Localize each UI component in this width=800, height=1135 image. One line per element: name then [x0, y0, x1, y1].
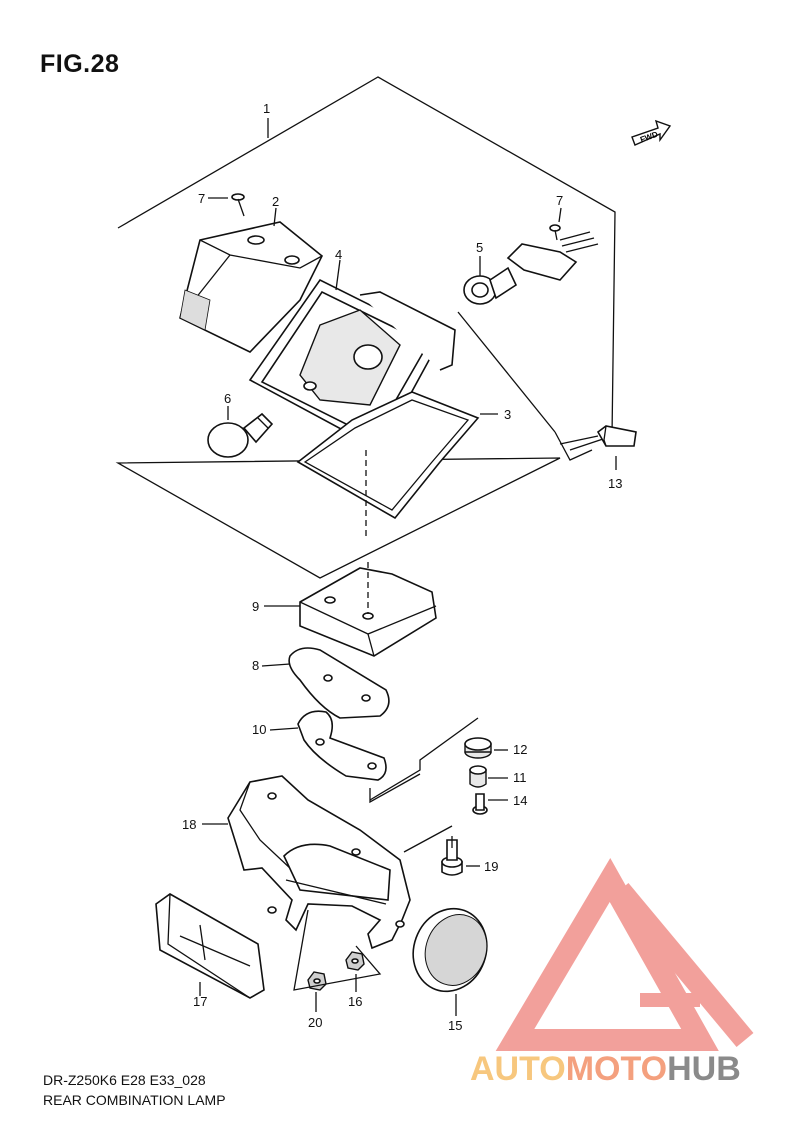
part-4-housing	[248, 278, 456, 452]
callout-15: 15	[448, 1018, 462, 1033]
figure-title: FIG.28	[40, 50, 120, 78]
callout-labels: 1 2 3 4 5 6 7 7 8 9 10 11 12 13 14 15 16…	[182, 101, 622, 1033]
part-10-plate	[297, 710, 387, 781]
callout-2: 2	[272, 194, 279, 209]
part-16-nut	[345, 951, 365, 971]
watermark-brand-moto: MOTO	[565, 1050, 668, 1088]
callout-7a: 7	[198, 191, 205, 206]
callout-13: 13	[608, 476, 622, 491]
callout-1: 1	[263, 101, 270, 116]
part-11-collar	[469, 765, 487, 788]
part-17-reflector-lens	[155, 893, 265, 999]
forward-arrow-icon: FWD	[631, 119, 672, 146]
watermark-brand-hub: HUB	[667, 1050, 741, 1088]
part-13-clip	[596, 425, 637, 447]
part-8-plate	[288, 647, 390, 719]
part-12-grommet	[464, 737, 492, 759]
footer-model-code: DR-Z250K6 E28 E33_028	[43, 1072, 206, 1088]
part-19-bolt	[441, 839, 463, 876]
callout-14: 14	[513, 793, 527, 808]
callout-3: 3	[504, 407, 511, 422]
watermark-logo-icon	[495, 858, 754, 1051]
callout-12: 12	[513, 742, 527, 757]
callout-20: 20	[308, 1015, 322, 1030]
callout-11: 11	[513, 770, 527, 785]
callout-10: 10	[252, 722, 266, 737]
part-6-bulb	[207, 412, 274, 458]
callout-8: 8	[252, 658, 259, 673]
part-7-screw-a	[231, 193, 245, 217]
wire-harness	[506, 231, 599, 281]
part-15-round-reflector	[412, 907, 488, 993]
part-5-socket	[463, 266, 518, 305]
callout-6: 6	[224, 391, 231, 406]
watermark-brand: AUTOMOTOHUB	[470, 1052, 741, 1086]
callout-9: 9	[252, 599, 259, 614]
part-3-gasket	[296, 391, 480, 520]
callout-7b: 7	[556, 193, 563, 208]
watermark-brand-auto: AUTO	[470, 1050, 566, 1088]
callout-4: 4	[335, 247, 342, 262]
footer-title: REAR COMBINATION LAMP	[43, 1092, 226, 1108]
callout-18: 18	[182, 817, 196, 832]
leader-lines	[199, 118, 617, 1016]
part-7-screw-b	[549, 224, 561, 241]
callout-16: 16	[348, 994, 362, 1009]
part-2-lens	[179, 221, 324, 353]
callout-17: 17	[193, 994, 207, 1009]
callout-19: 19	[484, 859, 498, 874]
part-14-bolt	[472, 793, 488, 815]
fwd-label: FWD	[639, 130, 659, 145]
part-18-bracket	[227, 775, 411, 950]
callout-5: 5	[476, 240, 483, 255]
